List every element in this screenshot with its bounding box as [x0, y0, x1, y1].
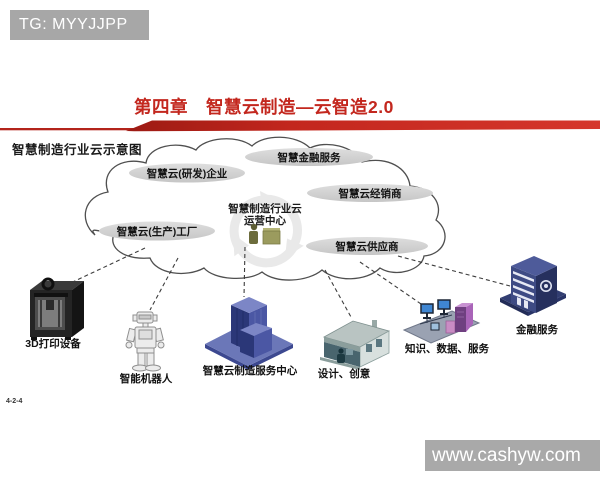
center-node-label-line2: 运营中心 [244, 214, 286, 227]
top-watermark-banner: TG: MYYJJPP [10, 10, 149, 40]
cloud-node-distributor: 智慧云经销商 [307, 184, 433, 202]
cloud-node-finance-service: 智慧金融服务 [245, 148, 373, 166]
page-number: 4-2-4 [6, 398, 23, 405]
cloud-node-label: 智慧云供应商 [335, 240, 399, 253]
office-building-icon [205, 297, 293, 370]
bottom-watermark-banner: www.cashyw.com [425, 440, 600, 471]
diagram-caption: 智慧制造行业云示意图 [12, 143, 143, 157]
connector-lines [61, 246, 511, 318]
title-underline-swoosh [0, 120, 600, 132]
robot-icon [125, 311, 165, 372]
cloud-node-label: 智慧云经销商 [338, 187, 402, 200]
page-title: 第四章 智慧云制造—云智造2.0 [134, 97, 394, 117]
3d-printer-icon [30, 277, 84, 340]
cloud-node-label: 智慧云(生产)工厂 [116, 225, 198, 238]
cloud-node-production-factory: 智慧云(生产)工厂 [99, 221, 215, 241]
cloud-node-supplier: 智慧云供应商 [306, 237, 428, 255]
house-icon [320, 320, 391, 370]
connector-line-service-center [243, 246, 246, 298]
connector-line-printer [61, 247, 146, 288]
cloud-diagram: 智慧金融服务 智慧云(研发)企业 智慧云经销商 智慧云(生产)工厂 智慧云供应商… [25, 136, 566, 385]
leaf-label-finance: 金融服务 [515, 323, 558, 336]
connector-line-bank [397, 255, 511, 287]
recycle-arrows-icon [229, 191, 304, 268]
center-node-label-line1: 智慧制造行业云 [227, 202, 302, 215]
operator-at-desk-icon [249, 223, 281, 245]
connector-line-house [324, 269, 352, 318]
leaf-label-3d-printer: 3D打印设备 [25, 337, 81, 350]
center-operating-node: 智慧制造行业云 运营中心 [227, 202, 302, 245]
swoosh-thick-bar [126, 120, 600, 132]
bank-icon [500, 256, 566, 316]
cloud-node-rnd-enterprise: 智慧云(研发)企业 [129, 163, 245, 183]
leaf-label-knowledge: 知识、数据、服务 [405, 342, 489, 355]
connector-line-network [359, 261, 425, 307]
leaf-label-robot: 智能机器人 [119, 372, 173, 385]
swoosh-thin-line [0, 128, 148, 131]
cloud-node-label: 智慧金融服务 [277, 151, 341, 164]
leaf-label-service-center: 智慧云制造服务中心 [202, 364, 298, 377]
cloud-node-label: 智慧云(研发)企业 [146, 167, 228, 180]
computer-network-icon [402, 299, 481, 344]
leaf-label-design: 设计、创意 [318, 367, 371, 380]
connector-line-robot [149, 257, 179, 311]
